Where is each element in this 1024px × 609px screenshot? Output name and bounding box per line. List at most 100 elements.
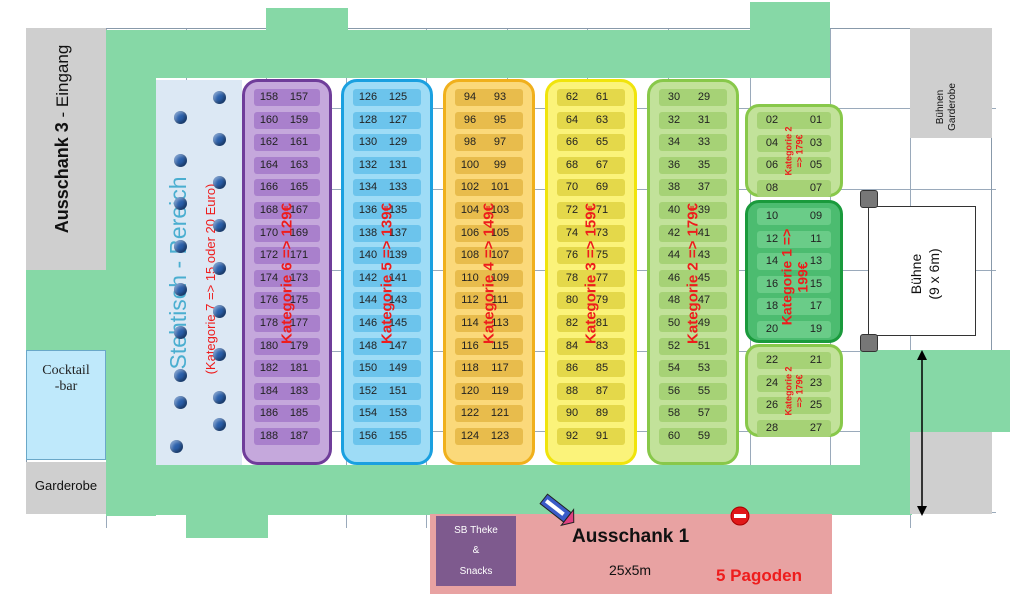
seat-row[interactable]: 118117 bbox=[455, 360, 523, 378]
seat-row[interactable]: 9291 bbox=[557, 428, 625, 445]
seat-row[interactable]: 4241 bbox=[659, 224, 727, 242]
seat-row[interactable]: 124123 bbox=[455, 428, 523, 445]
seat-row[interactable]: 122121 bbox=[455, 405, 523, 423]
seat-row[interactable]: 6059 bbox=[659, 428, 727, 445]
seat-row[interactable]: 148147 bbox=[353, 337, 421, 355]
seat-row[interactable]: 1211 bbox=[757, 230, 831, 248]
seat-row[interactable]: 186185 bbox=[254, 405, 320, 423]
seat-row[interactable]: 172171 bbox=[254, 247, 320, 265]
seating-block-kat5[interactable]: 126125 128127 130129 132131 134133 136135 1381… bbox=[341, 79, 433, 465]
seat-row[interactable]: 6463 bbox=[557, 111, 625, 129]
seat-row[interactable]: 3029 bbox=[659, 89, 727, 106]
seat-row[interactable]: 114113 bbox=[455, 315, 523, 332]
seat-row[interactable]: 142141 bbox=[353, 269, 421, 287]
seat-row[interactable]: 138137 bbox=[353, 224, 421, 242]
seat-row[interactable]: 152151 bbox=[353, 382, 421, 400]
seat-row[interactable]: 150149 bbox=[353, 360, 421, 378]
seating-block-kat2_top[interactable]: 0201040306050807Kategorie 2=> 179€ bbox=[745, 104, 843, 197]
seating-block-kat2_bottom[interactable]: 2221242326252827Kategorie 2=> 179€ bbox=[745, 344, 843, 437]
seating-block-kat2[interactable]: 3029 3231 3433 3635 3837 4039 4241 4443 4645 4847… bbox=[647, 79, 739, 465]
seat-row[interactable]: 6261 bbox=[557, 89, 625, 106]
seat-row[interactable]: 174173 bbox=[254, 269, 320, 287]
seat-row[interactable]: 9695 bbox=[455, 111, 523, 129]
seat-row[interactable]: 0605 bbox=[757, 157, 831, 174]
seat-row[interactable]: 130129 bbox=[353, 134, 421, 152]
seat-row[interactable]: 132131 bbox=[353, 156, 421, 174]
seat-row[interactable]: 108107 bbox=[455, 247, 523, 265]
seat-row[interactable]: 180179 bbox=[254, 337, 320, 355]
seat-row[interactable]: 188187 bbox=[254, 428, 320, 445]
seat-row[interactable]: 4039 bbox=[659, 202, 727, 219]
seat-row[interactable]: 3433 bbox=[659, 134, 727, 152]
seat-row[interactable]: 178177 bbox=[254, 315, 320, 332]
seat-row[interactable]: 146145 bbox=[353, 315, 421, 332]
seat-row[interactable]: 7271 bbox=[557, 202, 625, 219]
seat-row[interactable]: 1817 bbox=[757, 298, 831, 315]
seat-row[interactable]: 164163 bbox=[254, 156, 320, 174]
seat-row[interactable]: 158157 bbox=[254, 89, 320, 106]
seat-row[interactable]: 182181 bbox=[254, 360, 320, 378]
seat-row[interactable]: 106105 bbox=[455, 224, 523, 242]
seat-row[interactable]: 3837 bbox=[659, 179, 727, 197]
seating-block-kat1[interactable]: 100912111413161518172019Kategorie 1 =>19… bbox=[745, 200, 843, 343]
seat-row[interactable]: 8281 bbox=[557, 315, 625, 332]
seat-row[interactable]: 4443 bbox=[659, 247, 727, 265]
seat-row[interactable]: 3635 bbox=[659, 156, 727, 174]
seat-row[interactable]: 1009 bbox=[757, 208, 831, 225]
seating-block-kat6[interactable]: 158157 160159 162161 164163 166165 168167 1701… bbox=[242, 79, 332, 465]
seat-row[interactable]: 9493 bbox=[455, 89, 523, 106]
seating-block-kat4[interactable]: 9493 9695 9897 10099 102101 104103 106105 10810… bbox=[443, 79, 535, 465]
seat-row[interactable]: 2625 bbox=[757, 397, 831, 414]
seat-row[interactable]: 7675 bbox=[557, 247, 625, 265]
seat-row[interactable]: 7069 bbox=[557, 179, 625, 197]
seat-row[interactable]: 7877 bbox=[557, 269, 625, 287]
seat-row[interactable]: 166165 bbox=[254, 179, 320, 197]
seat-row[interactable]: 2827 bbox=[757, 419, 831, 437]
seating-block-kat3[interactable]: 6261 6463 6665 6867 7069 7271 7473 7675 7877 8079… bbox=[545, 79, 637, 465]
seat-row[interactable]: 140139 bbox=[353, 247, 421, 265]
seat-row[interactable]: 128127 bbox=[353, 111, 421, 129]
seat-row[interactable]: 4847 bbox=[659, 292, 727, 310]
seat-row[interactable]: 136135 bbox=[353, 202, 421, 219]
seat-row[interactable]: 184183 bbox=[254, 382, 320, 400]
seat-row[interactable]: 7473 bbox=[557, 224, 625, 242]
seat-row[interactable]: 4645 bbox=[659, 269, 727, 287]
seat-row[interactable]: 0807 bbox=[757, 179, 831, 197]
seat-row[interactable]: 154153 bbox=[353, 405, 421, 423]
seat-row[interactable]: 5251 bbox=[659, 337, 727, 355]
seat-row[interactable]: 1615 bbox=[757, 275, 831, 293]
seat-row[interactable]: 168167 bbox=[254, 202, 320, 219]
seat-row[interactable]: 134133 bbox=[353, 179, 421, 197]
seat-row[interactable]: 162161 bbox=[254, 134, 320, 152]
seat-row[interactable]: 8685 bbox=[557, 360, 625, 378]
seat-row[interactable]: 10099 bbox=[455, 156, 523, 174]
seat-row[interactable]: 8079 bbox=[557, 292, 625, 310]
seat-row[interactable]: 3231 bbox=[659, 111, 727, 129]
seat-row[interactable]: 1413 bbox=[757, 253, 831, 270]
seat-row[interactable]: 5857 bbox=[659, 405, 727, 423]
seat-row[interactable]: 5453 bbox=[659, 360, 727, 378]
seat-row[interactable]: 6665 bbox=[557, 134, 625, 152]
seat-row[interactable]: 112111 bbox=[455, 292, 523, 310]
seat-row[interactable]: 176175 bbox=[254, 292, 320, 310]
seat-row[interactable]: 5049 bbox=[659, 315, 727, 332]
seat-row[interactable]: 120119 bbox=[455, 382, 523, 400]
seat-row[interactable]: 144143 bbox=[353, 292, 421, 310]
seat-row[interactable]: 104103 bbox=[455, 202, 523, 219]
seat-row[interactable]: 102101 bbox=[455, 179, 523, 197]
seat-row[interactable]: 8483 bbox=[557, 337, 625, 355]
seat-row[interactable]: 9089 bbox=[557, 405, 625, 423]
seat-row[interactable]: 6867 bbox=[557, 156, 625, 174]
seat-row[interactable]: 9897 bbox=[455, 134, 523, 152]
seat-row[interactable]: 0201 bbox=[757, 112, 831, 129]
seat-row[interactable]: 170169 bbox=[254, 224, 320, 242]
seat-row[interactable]: 116115 bbox=[455, 337, 523, 355]
seat-row[interactable]: 0403 bbox=[757, 134, 831, 152]
seat-row[interactable]: 8887 bbox=[557, 382, 625, 400]
seat-row[interactable]: 2423 bbox=[757, 374, 831, 392]
seat-row[interactable]: 160159 bbox=[254, 111, 320, 129]
seat-row[interactable]: 156155 bbox=[353, 428, 421, 445]
seat-row[interactable]: 2221 bbox=[757, 352, 831, 369]
seat-row[interactable]: 126125 bbox=[353, 89, 421, 106]
seat-row[interactable]: 5655 bbox=[659, 382, 727, 400]
